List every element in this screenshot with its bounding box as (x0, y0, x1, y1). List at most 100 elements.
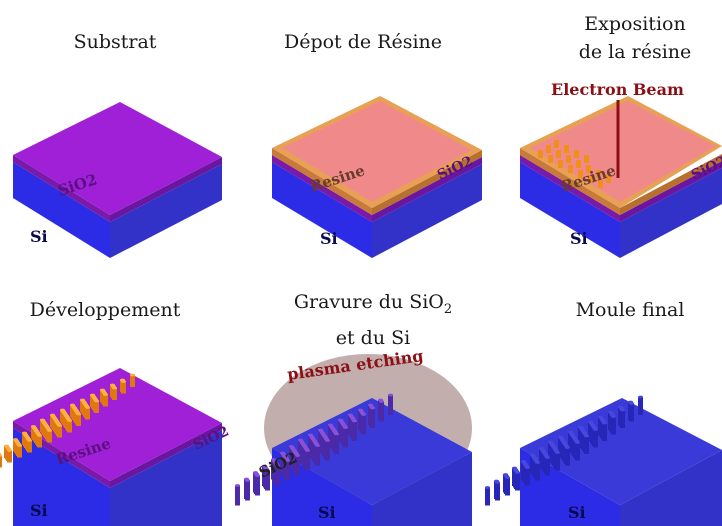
resine-front-face (272, 148, 372, 215)
resine-pillar-top (94, 399, 99, 403)
caption-substrat: Substrat (55, 28, 175, 56)
label-si: Si (30, 501, 48, 520)
label-si: Si (30, 227, 48, 246)
si-pillar (545, 457, 550, 476)
etched-pillar-top (245, 479, 250, 482)
resine-pillar (94, 401, 99, 413)
etched-pillar-top (379, 400, 384, 403)
caption-depot-resine: Dépot de Résine (268, 28, 458, 56)
resine-pillar (112, 388, 117, 400)
resine-pillar (27, 440, 32, 453)
label-si: Si (570, 229, 588, 248)
resine-top-inner (530, 101, 716, 202)
resine-pillars (0, 373, 135, 468)
resine-pillar-top (47, 429, 52, 432)
sio2-front-face (13, 155, 110, 222)
resine-top-inner (282, 101, 472, 202)
si-pillar-top (565, 446, 570, 449)
caption-line: Exposition (584, 13, 686, 35)
etched-pillar (275, 465, 280, 486)
si-pillar-top (638, 395, 643, 399)
si-pillar-top (485, 486, 490, 489)
si-pillar (611, 416, 616, 435)
resine-pillar (103, 394, 108, 407)
caption-exposition: Exposition de la résine (560, 10, 710, 66)
si-pillar (495, 482, 500, 501)
etched-pillar (245, 480, 250, 501)
etched-pillar-top (295, 454, 300, 457)
panel-substrat: SiO2 Si (13, 102, 222, 258)
resine-pillar-top (130, 373, 135, 377)
si-pillar (602, 423, 607, 441)
si-pillar-top (555, 451, 560, 454)
label-si: Si (568, 503, 586, 522)
si-pillar-top (575, 441, 580, 444)
si-pillar-top (535, 461, 540, 464)
si-right-face (110, 164, 222, 258)
resine-pillar (67, 420, 72, 433)
si-pillar-top (593, 428, 598, 431)
si-pillar-top (525, 466, 530, 469)
etched-pillar-top (235, 484, 240, 487)
label-si: Si (320, 229, 338, 248)
resine-pillar (130, 375, 135, 387)
label-electron-beam: Electron Beam (551, 80, 684, 99)
si-right-face (110, 430, 222, 526)
caption-line: et du Si (335, 326, 411, 349)
etched-pillar (370, 408, 375, 428)
si-front-face (520, 162, 620, 258)
resine-pillar (85, 407, 90, 420)
si-pillar (638, 397, 643, 415)
resine-pillar (17, 445, 22, 458)
si-pillar-top (602, 421, 607, 425)
si-pillar (525, 467, 530, 486)
resine-pillar-top (7, 449, 12, 452)
etched-pillar (305, 450, 310, 471)
label-si: Si (318, 503, 336, 522)
sio2-top-face (13, 102, 222, 215)
sio2-right-face (110, 157, 222, 222)
etched-pillar-top (255, 474, 260, 477)
caption-line: Développement (29, 299, 181, 321)
panel-gravure: plasma etching SiO2 Si (235, 346, 472, 526)
caption-subscript: 2 (443, 301, 453, 317)
si-top-face (272, 398, 472, 505)
si-pillar (555, 452, 560, 471)
si-pillar (629, 403, 634, 422)
sio2-top-face (13, 368, 222, 481)
etched-pillar (388, 395, 393, 415)
etched-pillar-top (325, 439, 330, 442)
si-pillar (515, 472, 520, 491)
panel-moule-final: Si (485, 395, 722, 526)
etched-pillar-top (352, 419, 357, 423)
resine-pillar-top (103, 393, 108, 396)
panel-developpement: Resine SiO2 Si (0, 368, 232, 526)
etched-pillar-top (285, 459, 290, 462)
sio2-right-face (620, 161, 722, 222)
etched-pillar (235, 485, 240, 506)
si-top-face (520, 398, 722, 505)
si-right-face (372, 452, 472, 526)
sio2-right-face (372, 157, 482, 222)
resine-pillar-top (76, 412, 81, 416)
resine-pillar (47, 430, 52, 443)
si-pillar-top (584, 434, 589, 438)
resine-pillar-top (57, 424, 62, 427)
caption-gravure: Gravure du SiO2 et du Si (278, 288, 468, 352)
panel-depot-resine: Resine SiO2 Si (272, 96, 482, 258)
resine-pillar-top (85, 406, 90, 409)
resine-pillar-top (121, 380, 126, 383)
etched-pillar (343, 427, 348, 448)
resine-pillar-top (37, 434, 42, 437)
si-right-face (372, 164, 482, 258)
etched-pillar-top (305, 449, 310, 452)
si-pillar (565, 447, 570, 466)
resine-pillar (0, 455, 2, 468)
caption-text: Gravure du SiO (293, 291, 444, 313)
si-pillar-top (515, 471, 520, 474)
etched-pillars (235, 393, 393, 506)
etched-pillar (361, 414, 366, 435)
caption-line: Moule final (575, 299, 685, 321)
caption-line: Gravure du SiO2 (278, 288, 468, 324)
